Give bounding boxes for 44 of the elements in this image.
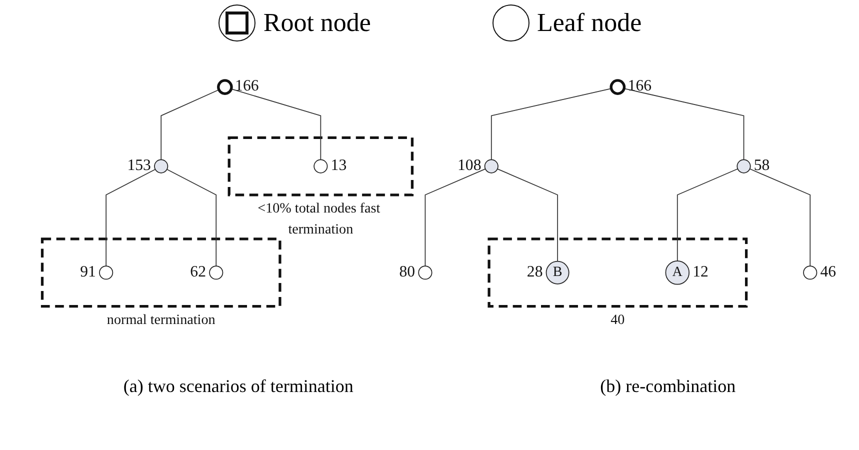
node-circle: A [665,260,690,285]
cluster [40,238,282,308]
node-value: 166 [235,78,259,95]
node-circle: B [546,260,570,284]
panel-caption: (a) two scenarios of termination [123,376,354,397]
node-circle [418,266,432,280]
connector [424,168,486,266]
legend-text: Root node [263,8,371,38]
node-label: <10% total nodes fast termination [258,201,380,238]
connector [497,168,558,262]
connector [624,88,744,160]
connector [106,168,156,266]
connector [749,168,811,266]
node-value: 62 [190,263,206,280]
connector [166,168,217,266]
node-circle [217,79,233,95]
node-value: 28 [526,263,543,280]
node-circle [736,159,751,174]
node-label: normal termination [106,312,216,328]
node-value: 166 [628,78,652,95]
node-circle [610,79,626,95]
node-value: 58 [754,156,770,174]
node-circle [209,266,224,280]
node-value: 46 [820,263,836,280]
connector [160,89,220,160]
node-value: 12 [692,263,708,280]
node-value: 13 [330,156,347,174]
panel-caption: (b) re-combination [600,376,736,397]
node-value: 153 [127,156,151,174]
node-label: 40 [610,312,625,328]
node-circle [803,266,818,280]
legend-text: Leaf node [536,8,642,38]
node-value: 91 [80,263,96,280]
connector [676,168,738,262]
connector [230,88,322,160]
connector [490,88,612,160]
node-circle [154,159,168,174]
node-circle [484,159,498,174]
cluster [488,238,748,308]
node-circle [314,159,328,174]
node-circle [99,266,114,280]
node-value: 80 [399,263,416,280]
node-value: 108 [458,156,482,174]
cluster [228,136,414,196]
